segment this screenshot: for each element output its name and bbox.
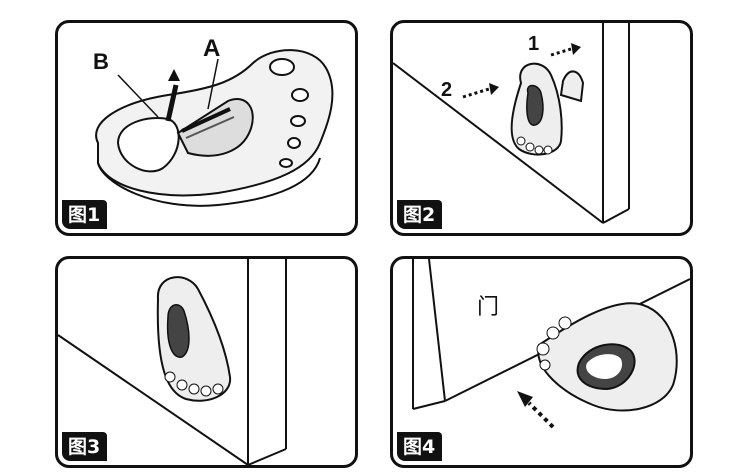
panel-figure-3: 图3 [55, 256, 358, 468]
step-2-label: 2 [441, 79, 453, 101]
panel-figure-1: B A 图1 [55, 20, 358, 236]
door-closing-illustration [412, 259, 690, 429]
panel-figure-2: 1 2 图2 [390, 20, 693, 236]
door-mount-illustration [393, 23, 630, 224]
label-a: A [203, 35, 221, 62]
panel-figure-4: 门 图4 [390, 256, 693, 468]
figure-tag: 图4 [397, 432, 443, 461]
figure-tag: 图2 [397, 200, 443, 229]
doorstop-closeup-illustration [95, 49, 334, 207]
mounted-doorstop-illustration [58, 259, 287, 465]
figure-tag: 图1 [62, 200, 108, 229]
label-b: B [93, 49, 109, 74]
step-1-label: 1 [528, 33, 540, 55]
door-text: 门 [477, 295, 500, 320]
figure-tag: 图3 [62, 432, 108, 461]
